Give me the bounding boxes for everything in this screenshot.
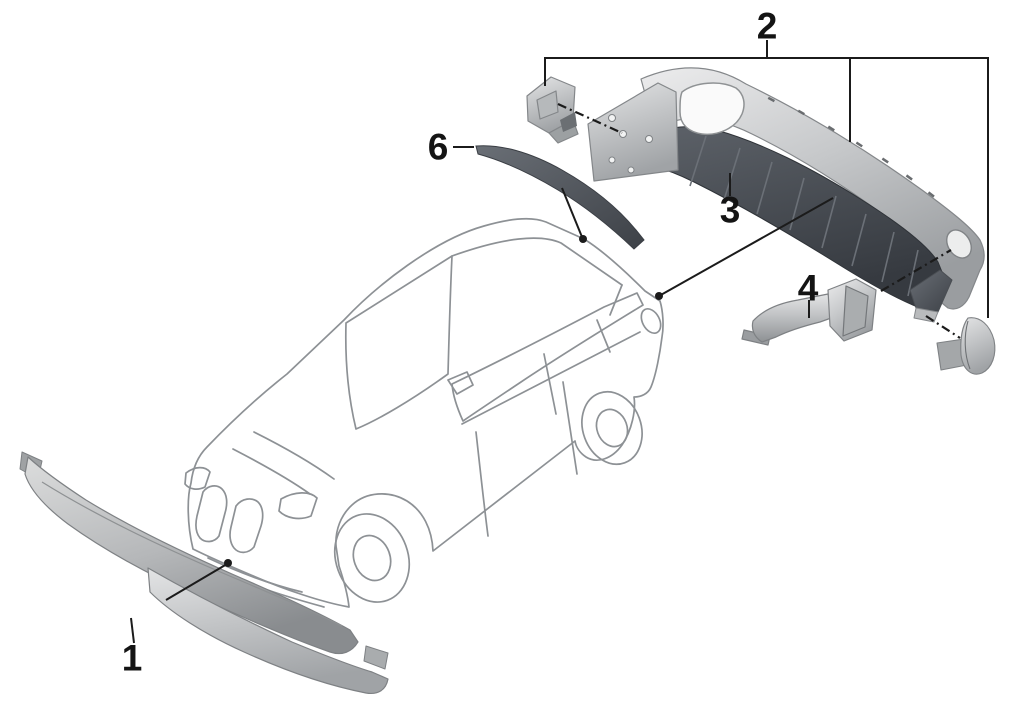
diffuser-fins	[689, 135, 919, 297]
car-headlight-left	[184, 466, 211, 490]
car-beltline	[461, 331, 641, 425]
car-grille-left	[195, 485, 228, 543]
car-roof-inner-line	[451, 237, 623, 286]
front-lip-crease	[41, 481, 343, 627]
car-headlight-right	[278, 492, 318, 520]
part-label-4: 4	[797, 267, 819, 309]
panel-screw-holes	[608, 114, 653, 174]
car-hood-line-1	[253, 431, 335, 480]
rear-bumper-tail-dark	[909, 269, 953, 313]
trim-blade	[960, 317, 996, 375]
car-hood-line-2	[232, 448, 311, 495]
rear-bumper-opening	[679, 82, 745, 136]
car-side-glass	[451, 292, 644, 422]
car-door-seam-rear	[562, 381, 578, 475]
leader-front-lip	[165, 563, 228, 601]
car-outline	[184, 217, 664, 608]
front-lip-splitter	[147, 567, 389, 695]
dash-dot-lines	[557, 102, 961, 339]
callout-lines	[130, 40, 989, 644]
rear-bumper-shell-part	[526, 67, 996, 375]
leader-dots	[224, 235, 663, 567]
bracket-piece	[526, 76, 579, 144]
car-b-pillar	[543, 353, 557, 415]
exhaust-pipe	[751, 293, 835, 343]
part-label-3: 3	[719, 189, 741, 231]
car-rear-pillar-line	[609, 284, 623, 316]
side-trim-piece	[936, 317, 996, 375]
car-mirror	[447, 371, 474, 395]
car-c-pillar	[596, 319, 611, 353]
front-lip-part	[19, 451, 389, 695]
exhaust-tailpipe-part	[741, 278, 877, 346]
car-door-seam-front	[475, 431, 489, 537]
front-lip-main-blade	[24, 456, 359, 655]
car-windshield	[344, 255, 453, 430]
front-lip-end-fin-right	[363, 645, 389, 670]
rear-bumper-left-panel	[587, 82, 679, 182]
label1-line	[130, 617, 135, 644]
exhaust-tip-face	[842, 285, 869, 337]
car-body-silhouette	[187, 217, 664, 608]
roof-spoiler-part	[475, 145, 645, 250]
part-label-1: 1	[121, 637, 143, 679]
rail-slots	[767, 96, 935, 198]
part-label-2: 2	[756, 5, 778, 47]
car-rear-wheel	[581, 390, 643, 466]
car-taillight	[640, 307, 662, 335]
car-front-wheel	[333, 513, 411, 603]
leader-roof-spoiler	[561, 187, 583, 238]
car-grille-right	[229, 498, 264, 554]
leader-rear-bumper	[658, 197, 834, 297]
part-label-6: 6	[427, 126, 449, 168]
rear-bumper-tail-silver	[913, 307, 939, 323]
car-bumper-line-1	[207, 557, 303, 593]
